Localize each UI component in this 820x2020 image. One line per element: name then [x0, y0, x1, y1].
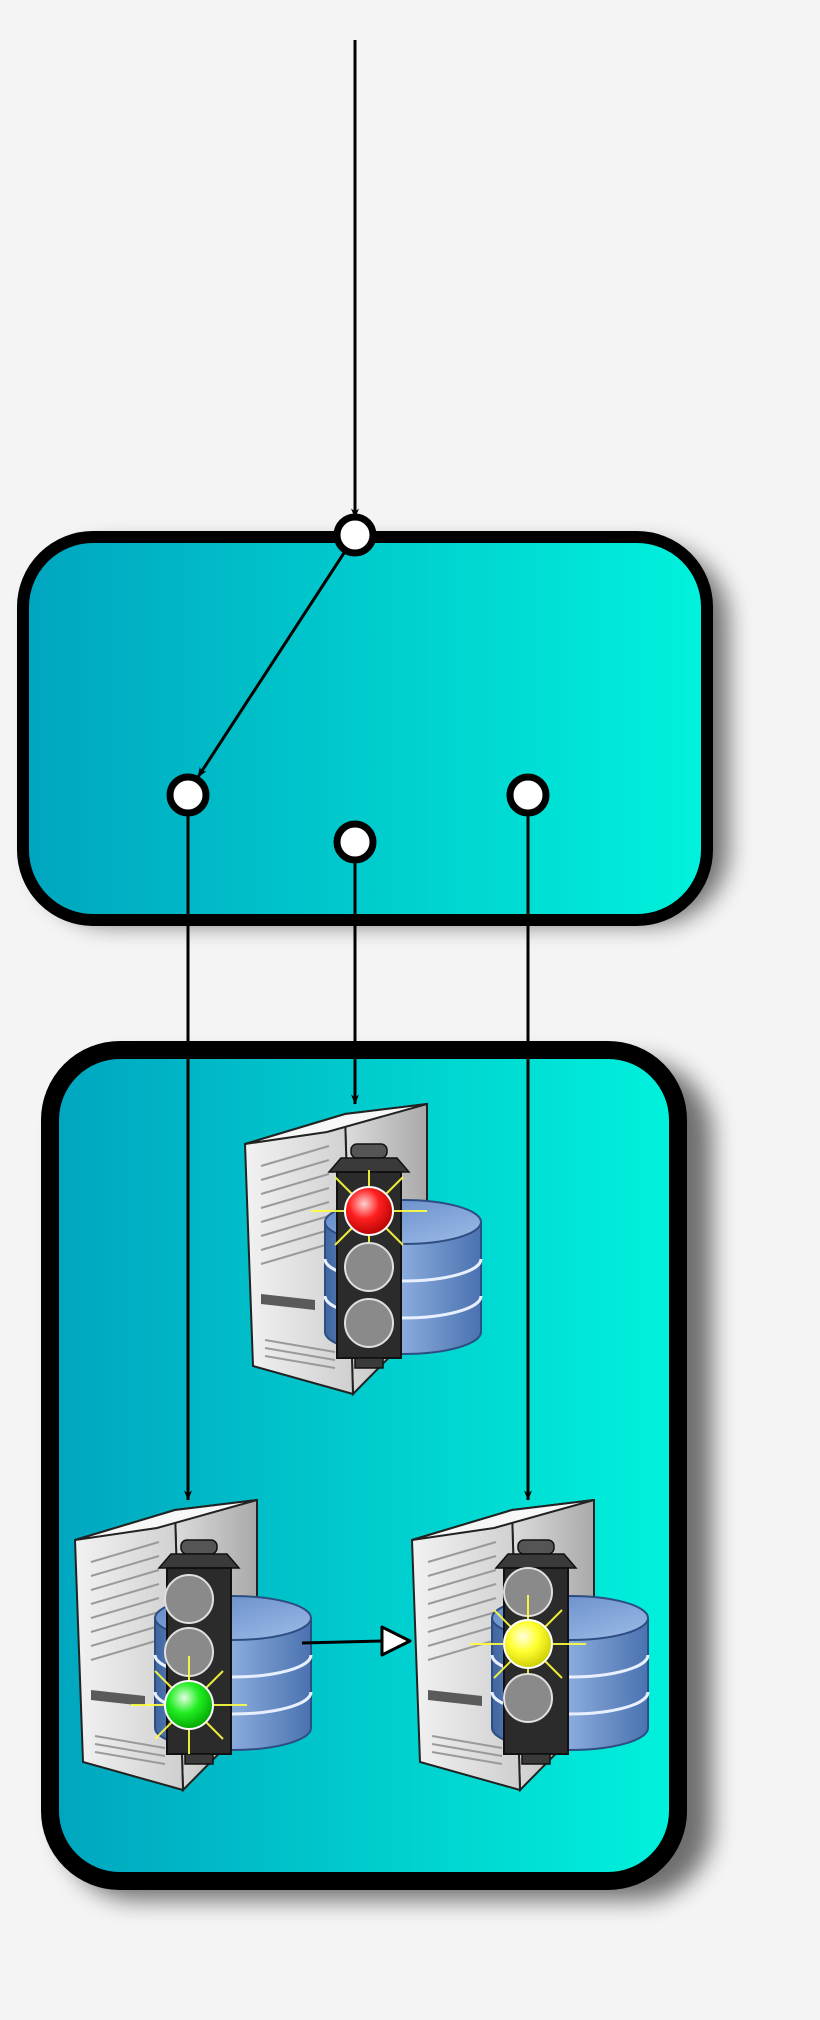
traffic-light-icon — [131, 1574, 247, 1754]
upper-panel — [17, 531, 728, 926]
traffic-light-icon — [311, 1170, 427, 1348]
server-top — [243, 1102, 483, 1396]
port-left — [166, 773, 210, 817]
routing-connector — [196, 552, 346, 778]
traffic-light-icon — [470, 1567, 586, 1723]
port-top — [333, 513, 377, 557]
replication-connector — [301, 1625, 412, 1657]
server-bottom-left — [73, 1498, 313, 1792]
port-right — [506, 773, 550, 817]
port-middle — [333, 820, 377, 864]
server-bottom-right — [410, 1498, 650, 1792]
